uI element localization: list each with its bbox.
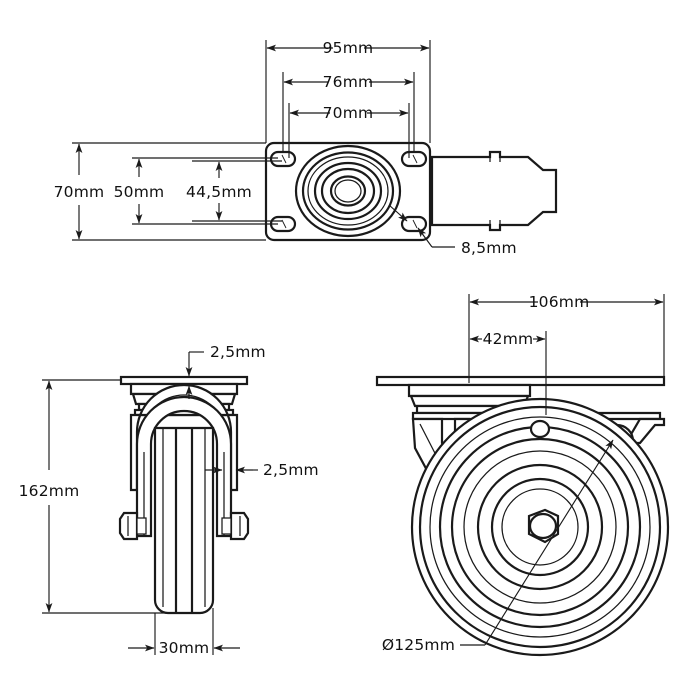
dimension-plate-length-106mm: 106mm — [468, 293, 665, 383]
label-162mm: 162mm — [19, 482, 80, 500]
label-2-5mm-fork: 2,5mm — [263, 461, 319, 479]
dimension-wheel-width-30mm: 30mm — [128, 608, 240, 657]
dimension-plate-depth-70mm: 70mm — [54, 142, 266, 241]
label-42mm: 42mm — [483, 330, 534, 348]
dimension-plate-thickness-2-5mm: 2,5mm — [185, 343, 266, 399]
dimension-overall-height-162mm: 162mm — [19, 379, 170, 614]
label-76mm: 76mm — [323, 73, 374, 91]
dimension-wheel-diameter-125mm: Ø125mm — [382, 439, 614, 654]
dimension-plate-width-95mm: 95mm — [265, 39, 431, 143]
dimension-bolt-hole-8-5mm: 8,5mm — [388, 204, 517, 257]
label-125mm-diameter: Ø125mm — [382, 636, 455, 654]
mounting-bolt-holes — [269, 150, 428, 233]
swivel-raceway-circles — [294, 144, 402, 238]
top-plate-view-group: 95mm 76mm 70mm — [54, 39, 558, 257]
label-106mm: 106mm — [529, 293, 590, 311]
dimension-bolt-depth-50mm: 50mm — [114, 157, 278, 225]
label-70mm-horizontal: 70mm — [323, 104, 374, 122]
label-95mm: 95mm — [323, 39, 374, 57]
label-8-5mm: 8,5mm — [461, 239, 517, 257]
label-30mm: 30mm — [159, 639, 210, 657]
label-70mm-vertical: 70mm — [54, 183, 105, 201]
label-44-5mm: 44,5mm — [186, 183, 252, 201]
dimension-bolt-spacing-76mm: 76mm — [282, 72, 415, 152]
dimension-fork-thickness-2-5mm: 2,5mm — [205, 461, 319, 479]
dimension-bolt-spacing-70mm: 70mm — [288, 103, 410, 158]
side-axle-hub — [527, 508, 560, 544]
dimension-bolt-depth-44-5mm: 44,5mm — [186, 160, 282, 222]
swivel-bracket-plan — [430, 150, 558, 232]
label-50mm: 50mm — [114, 183, 165, 201]
dimension-swivel-offset-42mm: 42mm — [469, 330, 547, 415]
front-wheel — [153, 426, 215, 615]
front-elevation-view-group: 162mm 30mm 2,5mm 2,5 — [19, 343, 319, 657]
side-elevation-view-group: 106mm 42mm Ø125mm — [375, 293, 670, 657]
front-axle-bolts — [118, 511, 250, 541]
label-2-5mm-plate: 2,5mm — [210, 343, 266, 361]
side-mounting-plate — [375, 375, 666, 408]
side-brake-pivot-hole — [529, 419, 551, 439]
